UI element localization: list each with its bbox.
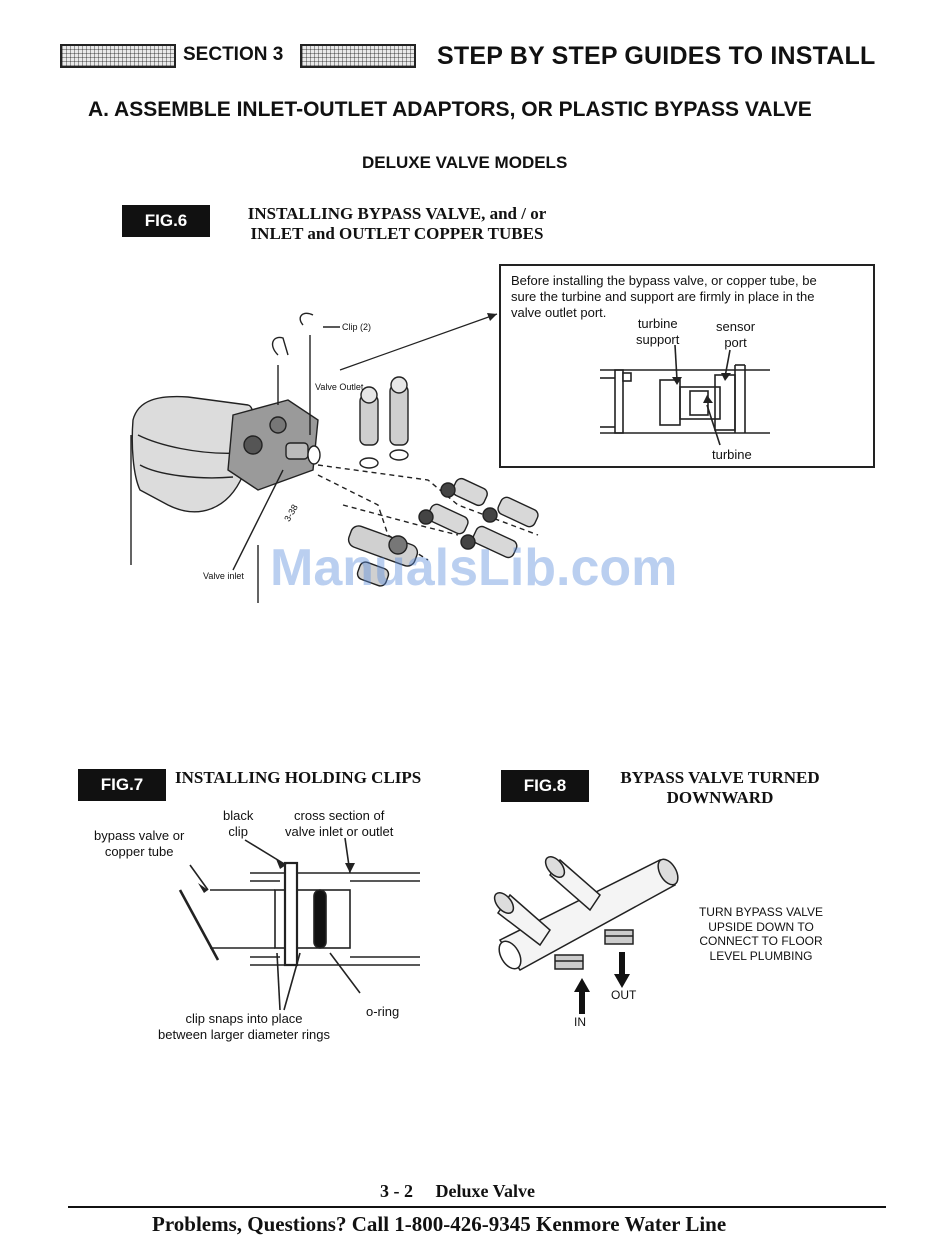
- label-snap-2: between larger diameter rings: [158, 1027, 330, 1042]
- arrow-black-clip: [276, 859, 286, 869]
- label-sensor-port-1: sensor: [716, 319, 756, 334]
- section-subtitle: A. ASSEMBLE INLET-OUTLET ADAPTORS, OR PL…: [88, 98, 812, 121]
- label-o-ring: o-ring: [366, 1004, 400, 1019]
- label-black-clip: black clip: [223, 808, 253, 840]
- fig7-caption: INSTALLING HOLDING CLIPS: [175, 768, 422, 787]
- header-hatch-right: [300, 44, 416, 68]
- page-title: STEP BY STEP GUIDES TO INSTALL: [437, 42, 876, 70]
- turbine-cross-section-drawing: [600, 344, 770, 446]
- fig8-caption-line2: DOWNWARD: [666, 788, 774, 807]
- fig6-note-line2: sure the turbine and support are firmly …: [511, 289, 815, 304]
- label-turbine-support: turbine support: [636, 316, 679, 348]
- clip-cross-section-drawing: [178, 837, 420, 1011]
- label-sensor-port: sensor port: [716, 319, 755, 351]
- label-bypass-valve: bypass valve or copper tube: [94, 828, 184, 860]
- fig6-note-line1: Before installing the bypass valve, or c…: [511, 273, 817, 288]
- label-cross-section-2: valve inlet or outlet: [285, 824, 394, 839]
- fig8-note-line3: CONNECT TO FLOOR: [699, 934, 823, 948]
- fig8-note-line2: UPSIDE DOWN TO: [708, 919, 814, 934]
- footer-contact: Problems, Questions? Call 1-800-426-9345…: [152, 1212, 727, 1236]
- fig8-badge: FIG.8: [501, 770, 589, 802]
- arrow-cross-section: [345, 863, 355, 873]
- arrow-turbine: [703, 395, 713, 403]
- footer-page-ref: 3 - 2 Deluxe Valve: [380, 1181, 535, 1201]
- fig6-note-box: [499, 264, 875, 468]
- label-bypass-1: bypass valve or: [94, 828, 185, 843]
- label-turbine-support-2: support: [636, 332, 680, 347]
- arrow-turbine-support: [672, 377, 682, 385]
- label-cross-section-1: cross section of: [294, 808, 385, 823]
- label-out: OUT: [611, 988, 637, 1002]
- label-valve-inlet: Valve inlet: [203, 571, 244, 581]
- fig8-note-line4: LEVEL PLUMBING: [709, 948, 813, 963]
- fig6-caption-line1: INSTALLING BYPASS VALVE, and / or: [247, 204, 547, 223]
- watermark: ManualsLib.com: [270, 539, 678, 597]
- in-arrow-icon: [574, 978, 590, 1014]
- label-cross-section: cross section of valve inlet or outlet: [285, 808, 393, 840]
- out-arrow-icon: [614, 952, 630, 988]
- footer-rule: [68, 1206, 886, 1208]
- label-black-clip-1: black: [223, 808, 254, 823]
- label-turbine: turbine: [712, 447, 752, 462]
- fig8-caption: BYPASS VALVE TURNED DOWNWARD: [602, 768, 838, 808]
- fig6-note-text: Before installing the bypass valve, or c…: [511, 273, 867, 321]
- label-turbine-support-1: turbine: [637, 316, 678, 331]
- label-clip-snaps: clip snaps into place between larger dia…: [158, 1011, 330, 1043]
- fig6-caption-line2: INLET and OUTLET COPPER TUBES: [250, 224, 544, 243]
- fig8-caption-line1: BYPASS VALVE TURNED: [620, 768, 820, 787]
- label-in: IN: [574, 1015, 586, 1029]
- fig8-note-line1: TURN BYPASS VALVE: [698, 905, 824, 919]
- arrow-bypass-tube: [198, 883, 208, 893]
- fig6-caption: INSTALLING BYPASS VALVE, and / or INLET …: [222, 204, 572, 244]
- label-snap-1: clip snaps into place: [185, 1011, 303, 1026]
- label-black-clip-2: clip: [228, 824, 248, 839]
- fig8-note: TURN BYPASS VALVE UPSIDE DOWN TO CONNECT…: [688, 905, 834, 963]
- label-clip: Clip (2): [342, 322, 372, 332]
- section-label: SECTION 3: [183, 44, 284, 65]
- fig6-note-line3: valve outlet port.: [511, 305, 607, 320]
- models-heading: DELUXE VALVE MODELS: [362, 153, 568, 172]
- fig6-badge: FIG.6: [122, 205, 210, 237]
- label-bypass-2: copper tube: [104, 844, 174, 859]
- fig7-badge: FIG.7: [78, 769, 166, 801]
- label-sensor-port-2: port: [724, 335, 747, 350]
- header-hatch-left: [60, 44, 176, 68]
- bypass-valve-drawing: [493, 856, 679, 971]
- softener-assembly-drawing: [130, 312, 539, 603]
- label-valve-outlet: Valve Outlet: [315, 382, 364, 392]
- arrow-sensor-port: [721, 373, 731, 381]
